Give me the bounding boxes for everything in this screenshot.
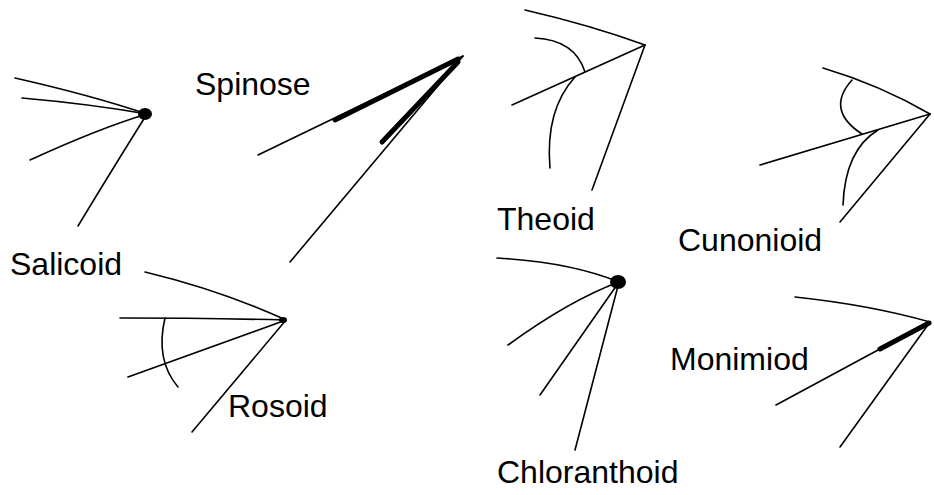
- chloranthoid-tooth: [497, 258, 626, 450]
- theoid-tooth: [512, 10, 645, 190]
- cunonioid-tooth: [760, 68, 930, 222]
- type-label: Salicoid: [10, 248, 122, 280]
- type-label: Chloranthoid: [497, 456, 678, 488]
- type-label: Cunonioid: [678, 224, 822, 256]
- type-label: Rosoid: [228, 390, 328, 422]
- type-label: Spinose: [195, 68, 311, 100]
- type-label: Monimiod: [670, 343, 809, 375]
- salicoid-tooth: [15, 78, 152, 226]
- type-label: Theoid: [497, 203, 595, 235]
